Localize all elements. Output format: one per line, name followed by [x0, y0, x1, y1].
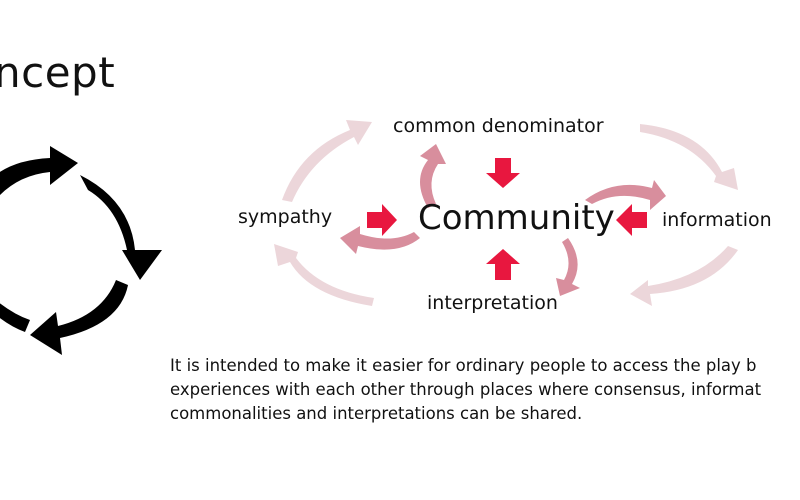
inner-arrow-bottom: [556, 238, 580, 296]
node-common-denominator: common denominator: [393, 115, 604, 137]
inward-arrow-down: [486, 158, 520, 188]
description-line: It is intended to make it easier for ord…: [170, 356, 757, 375]
outer-arrow-bottom-left: [274, 244, 374, 306]
node-sympathy: sympathy: [238, 206, 333, 228]
cycle-arrow-top: [0, 146, 78, 195]
description: It is intended to make it easier for ord…: [170, 354, 800, 426]
outer-arrow-top-right: [640, 124, 738, 190]
description-line: commonalities and interpretations can be…: [170, 404, 583, 423]
node-interpretation: interpretation: [427, 292, 558, 314]
cycle-arrow-left: [0, 303, 30, 332]
inner-arrow-top: [420, 144, 446, 208]
inner-arrow-left: [340, 226, 420, 254]
center-community: Community: [418, 198, 615, 238]
inward-arrow-left: [616, 204, 647, 236]
outer-arrow-top-left: [282, 120, 372, 202]
inward-arrow-up: [486, 249, 520, 280]
cycle-arrows-icon: [0, 146, 162, 355]
cycle-arrow-right: [80, 175, 162, 280]
inward-arrow-right: [367, 204, 397, 236]
description-line: experiences with each other through plac…: [170, 380, 762, 399]
slide-title: ncept: [0, 48, 116, 97]
node-information: information: [662, 209, 772, 231]
cycle-arrow-bottom: [30, 280, 128, 355]
outer-arrow-bottom-right: [630, 246, 738, 306]
inner-arrow-right: [585, 180, 666, 210]
